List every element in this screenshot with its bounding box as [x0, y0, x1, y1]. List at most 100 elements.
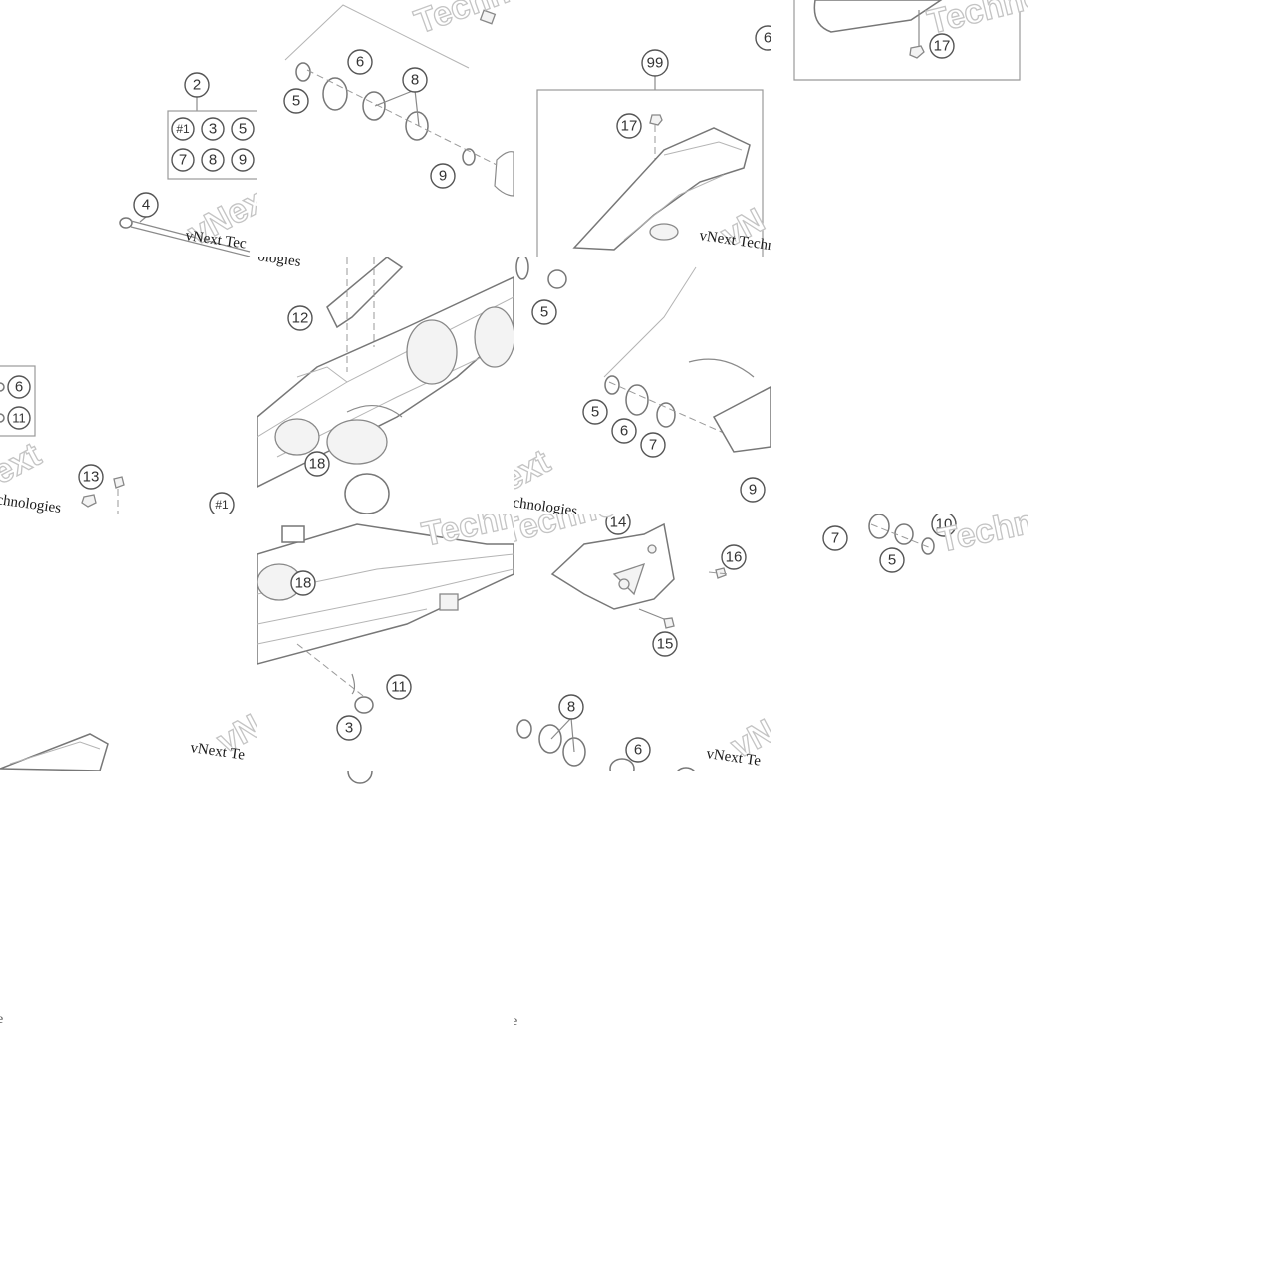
svg-text:6: 6 [620, 423, 628, 440]
callout-9[interactable]: 9 [740, 477, 766, 503]
svg-text:5: 5 [591, 404, 599, 421]
callout-18[interactable]: 18 [304, 451, 330, 477]
tile-swingarm-main: 12 18 ologies [257, 257, 514, 514]
watermark-edge-e2: e [514, 1014, 517, 1028]
callout-8[interactable]: 8 [558, 694, 584, 720]
watermark-serif-chn: chnologies [0, 492, 62, 514]
svg-text:10: 10 [936, 516, 953, 533]
kit-item-3[interactable]: 3 [201, 117, 225, 141]
callout-12[interactable]: 12 [287, 305, 313, 331]
svg-text:9: 9 [239, 152, 247, 169]
svg-text:#1: #1 [176, 122, 190, 136]
kit-item-9[interactable]: 9 [231, 148, 255, 172]
svg-text:9: 9 [439, 168, 447, 185]
watermark-ext-b: ext [514, 442, 556, 499]
svg-text:8: 8 [411, 72, 419, 89]
kit-item-7[interactable]: 7 [171, 148, 195, 172]
callout-8[interactable]: 8 [402, 67, 428, 93]
tile-chain-slider: 14 16 15 8 6 vNe vNext Te Technologies [514, 514, 771, 771]
tile-blank-b: e [0, 771, 257, 1028]
kit-item-8[interactable]: 8 [201, 148, 225, 172]
callout-6[interactable]: 6 [347, 49, 373, 75]
svg-text:5: 5 [540, 304, 548, 321]
tile-guard-top: 17 Technc [771, 0, 1028, 257]
svg-text:12: 12 [292, 310, 309, 327]
callout-4[interactable]: 4 [133, 192, 159, 218]
watermark-serif-te: vNext Te [189, 740, 246, 764]
kit-box [167, 110, 257, 180]
callout-17[interactable]: 17 [616, 113, 642, 139]
svg-text:6: 6 [764, 30, 771, 47]
watermark-techno-b: Techno [935, 514, 1028, 560]
callout-6-edge[interactable]: 6 [755, 25, 771, 51]
svg-text:7: 7 [831, 530, 839, 547]
tile-chain-guard: 99 17 6 vN vNext Technologies [514, 0, 771, 257]
svg-text:4: 4 [142, 197, 150, 214]
callout-5-top[interactable]: 5 [531, 299, 557, 325]
svg-text:14: 14 [610, 514, 627, 531]
callout-13[interactable]: 13 [78, 464, 104, 490]
tile-blank-d: e [514, 771, 771, 1028]
callout-2[interactable]: 2 [184, 72, 210, 98]
svg-text:16: 16 [726, 549, 743, 566]
svg-text:11: 11 [391, 679, 407, 696]
tile-kit-2: 2 #1 3 5 7 8 9 4 vNext vNext Tec [0, 0, 257, 257]
callout-99[interactable]: 99 [641, 49, 669, 77]
tile-swingarm-lower: 18 11 3 Techn [257, 514, 514, 771]
svg-text:8: 8 [567, 699, 575, 716]
callout-1[interactable]: #1 [209, 492, 235, 514]
svg-text:9: 9 [749, 482, 757, 499]
tile-bearings-upper: 5 6 8 9 Techno [257, 0, 514, 257]
guard-bolt-part [649, 114, 663, 126]
callout-3[interactable]: 3 [336, 715, 362, 741]
watermark-ext: ext [0, 435, 47, 492]
svg-text:3: 3 [345, 720, 353, 737]
svg-text:#1: #1 [215, 498, 229, 512]
callout-18[interactable]: 18 [290, 570, 316, 596]
callout-14[interactable]: 14 [605, 514, 631, 535]
svg-text:6: 6 [15, 379, 23, 396]
callout-9[interactable]: 9 [430, 163, 456, 189]
callout-7[interactable]: 7 [822, 525, 848, 551]
svg-text:3: 3 [209, 121, 217, 138]
watermark-serif-te2: vNext Te [705, 746, 762, 770]
svg-text:99: 99 [647, 55, 664, 72]
callout-5[interactable]: 5 [879, 547, 905, 573]
watermark-techno: Techno [410, 0, 514, 42]
watermark-technc: Technc [924, 0, 1028, 42]
svg-text:18: 18 [309, 456, 326, 473]
kit-item-1[interactable]: #1 [171, 117, 195, 141]
tile-kit-fragment: 6 11 13 #1 ext chnologies [0, 257, 257, 514]
kit-b-item-6[interactable]: 6 [7, 375, 31, 399]
svg-text:6: 6 [634, 742, 642, 759]
callout-16[interactable]: 16 [721, 544, 747, 570]
svg-text:7: 7 [179, 152, 187, 169]
svg-text:5: 5 [292, 93, 300, 110]
callout-5[interactable]: 5 [283, 88, 309, 114]
watermark-serif-chn2: chnologies [514, 495, 578, 514]
callout-10[interactable]: 10 [931, 514, 957, 537]
svg-text:2: 2 [193, 77, 201, 94]
tile-blank-c [257, 771, 514, 1028]
callout-5[interactable]: 5 [582, 399, 608, 425]
axle-bolt-part [119, 217, 251, 257]
tile-swingarm-end: vNe vNext Te [0, 514, 257, 771]
svg-text:13: 13 [83, 469, 100, 486]
callout-6[interactable]: 6 [611, 418, 637, 444]
swingarm-part [257, 257, 514, 514]
kit-b-item-11[interactable]: 11 [7, 406, 31, 430]
svg-text:11: 11 [12, 411, 26, 426]
watermark-serif-ol: ologies [257, 257, 302, 270]
svg-text:8: 8 [209, 152, 217, 169]
kit-item-5[interactable]: 5 [231, 117, 255, 141]
chain-slider-part [550, 522, 675, 610]
callout-15[interactable]: 15 [652, 631, 678, 657]
tile-bearings-lower: 5 5 6 7 9 ologies ext chnologies [514, 257, 771, 514]
tile-blank-a [771, 257, 1028, 514]
callout-6[interactable]: 6 [625, 737, 651, 763]
svg-text:7: 7 [649, 437, 657, 454]
callout-17-b[interactable]: 17 [929, 33, 955, 59]
callout-7[interactable]: 7 [640, 432, 666, 458]
callout-11[interactable]: 11 [386, 674, 412, 700]
